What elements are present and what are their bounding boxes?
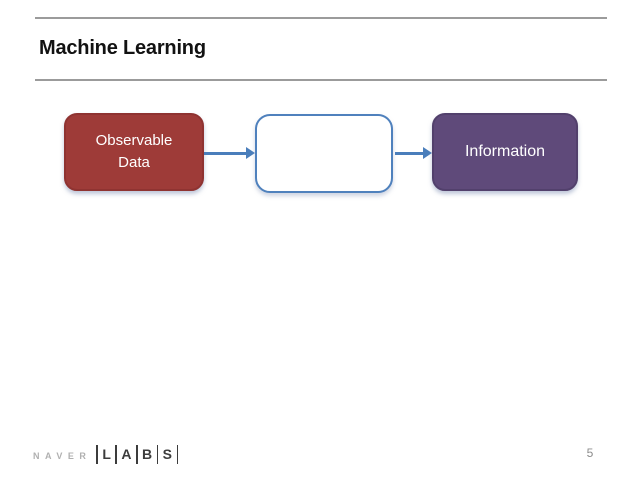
naver-logo-text: NAVER: [33, 450, 92, 461]
naver-labs-logo: NAVER L A B S: [33, 445, 178, 464]
arrow-head-icon: [423, 147, 432, 159]
page-number: 5: [586, 446, 594, 460]
header-bottom-rule: [35, 79, 607, 81]
observable-data-label-line1: Observable: [95, 132, 173, 150]
arrow-shaft: [395, 152, 425, 155]
logo-divider: [156, 445, 159, 464]
logo-letter-b: B: [142, 446, 153, 462]
flow-arrow-1: [204, 147, 255, 159]
arrow-head-icon: [246, 147, 255, 159]
header-top-rule: [35, 17, 607, 19]
logo-divider: [115, 445, 117, 464]
arrow-shaft: [204, 152, 248, 155]
logo-divider: [96, 445, 98, 464]
logo-letter-l: L: [102, 446, 111, 462]
information-box: Information: [432, 113, 578, 191]
logo-letter-s: S: [162, 446, 172, 462]
logo-divider: [136, 445, 138, 464]
slide-title: Machine Learning: [39, 37, 206, 59]
empty-process-box: [255, 114, 393, 193]
flow-arrow-2: [395, 147, 432, 159]
observable-data-box: Observable Data: [64, 113, 204, 191]
observable-data-label-line2: Data: [118, 154, 150, 171]
logo-divider: [176, 445, 178, 464]
information-label: Information: [464, 143, 546, 161]
labs-logo-letters: L A B S: [96, 445, 178, 464]
logo-letter-a: A: [121, 446, 132, 462]
